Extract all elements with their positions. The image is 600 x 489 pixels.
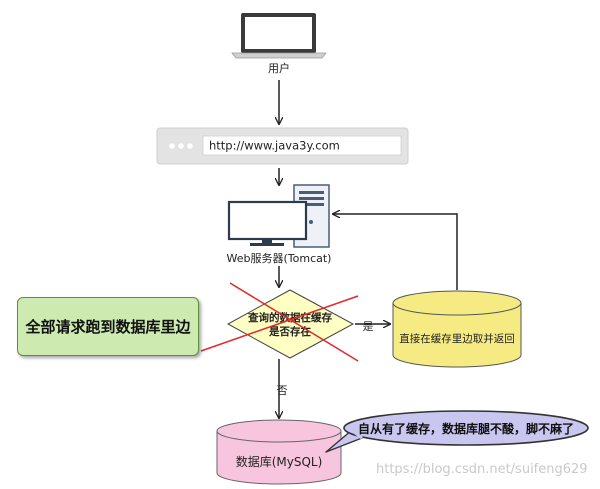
decision-diamond [226,289,355,359]
no-label: 否 [277,384,288,397]
yes-label: 是 [363,320,374,333]
arrow-cache-return-to-server [333,214,458,290]
cache-cylinder [392,290,522,368]
database-cylinder [216,419,342,485]
all-requests-to-db-note: 全部请求跑到数据库里边 [17,297,199,356]
browser-url: http://www.java3y.com [209,139,340,153]
cache-label: 直接在缓存里边取并返回 [399,332,515,345]
decision-line2: 是否存在 [268,325,311,338]
laptop-icon [231,13,327,59]
cross-out-mark [200,282,359,362]
server-label: Web服务器(Tomcat) [227,252,332,265]
user-label: 用户 [268,61,290,75]
speech-bubble-text: 自从有了缓存，数据库腿不酸，脚不麻了 [357,421,574,436]
speech-bubble [325,410,589,453]
watermark: https://blog.csdn.net/suifeng629 [376,462,588,477]
address-bar [202,135,402,156]
decision-line1: 查询的数据在缓存 [247,311,332,324]
monitor-icon [227,200,308,246]
database-label: 数据库(MySQL) [236,454,323,469]
browser-window [156,127,409,165]
